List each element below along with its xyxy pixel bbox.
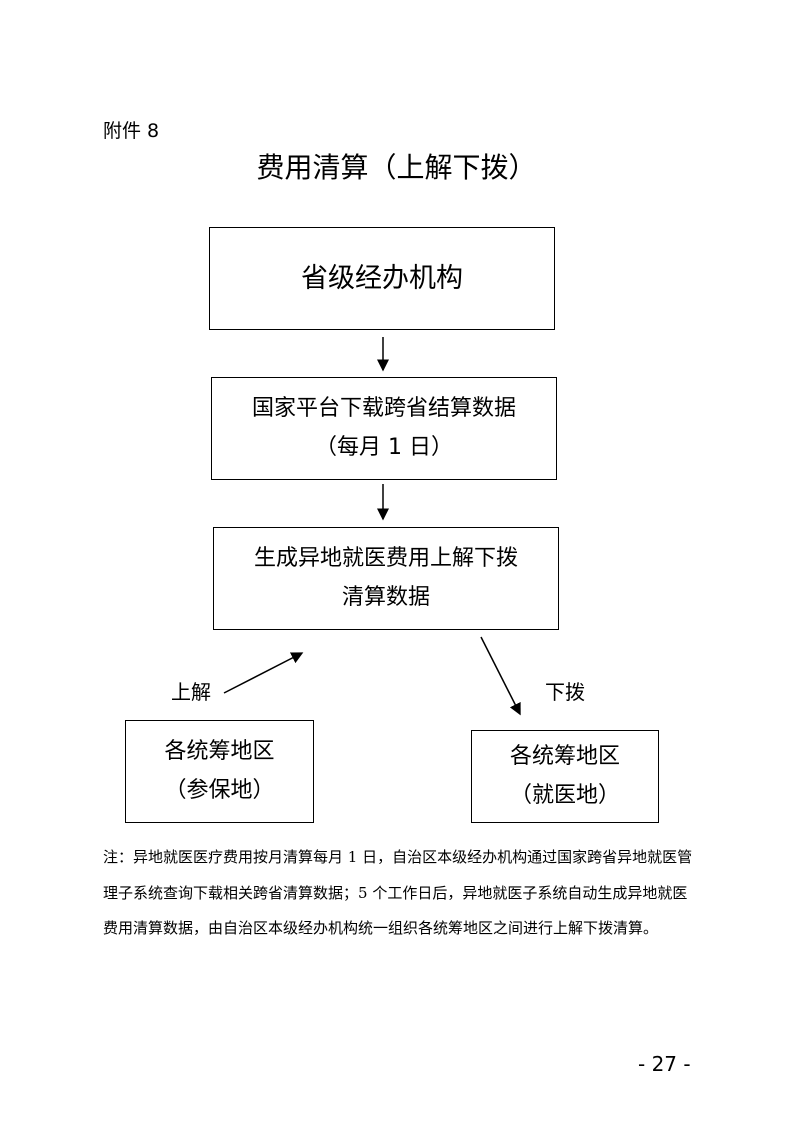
note-line-2: 理子系统查询下载相关跨省清算数据；5 个工作日后，异地就医子系统自动生成异地就医	[103, 884, 688, 902]
box-provincial-agency: 省级经办机构	[209, 227, 555, 330]
attachment-label: 附件 8	[103, 120, 160, 142]
page-number: - 27 -	[638, 1052, 691, 1076]
box-treatment-line2: （就医地）	[509, 782, 620, 808]
box-generate-data: 生成异地就医费用上解下拨 清算数据	[213, 527, 559, 630]
box-provincial-text: 省级经办机构	[301, 262, 463, 294]
arrow-up-settlement	[223, 652, 304, 694]
arrow-down-allocation	[480, 636, 521, 716]
note-line-3: 费用清算数据，由自治区本级经办机构统一组织各统筹地区之间进行上解下拨清算。	[103, 919, 659, 937]
box-insured-line2: （参保地）	[164, 777, 275, 803]
label-down-allocation: 下拨	[545, 680, 585, 704]
label-up-settlement: 上解	[171, 680, 211, 704]
box-treatment-region: 各统筹地区 （就医地）	[471, 730, 659, 823]
box-national-download: 国家平台下载跨省结算数据 （每月 1 日）	[211, 377, 557, 480]
box-insured-region: 各统筹地区 （参保地）	[125, 720, 314, 823]
box-treatment-line1: 各统筹地区	[509, 744, 620, 769]
page-title: 费用清算（上解下拨）	[256, 151, 537, 184]
box-generate-line1: 生成异地就医费用上解下拨	[253, 546, 518, 571]
box-download-line2: （每月 1 日）	[315, 434, 453, 460]
box-generate-line2: 清算数据	[341, 584, 430, 610]
note-line-1: 注：异地就医医疗费用按月清算每月 1 日，自治区本级经办机构通过国家跨省异地就医…	[103, 848, 693, 866]
box-download-line1: 国家平台下载跨省结算数据	[251, 396, 516, 421]
box-insured-line1: 各统筹地区	[164, 739, 275, 764]
